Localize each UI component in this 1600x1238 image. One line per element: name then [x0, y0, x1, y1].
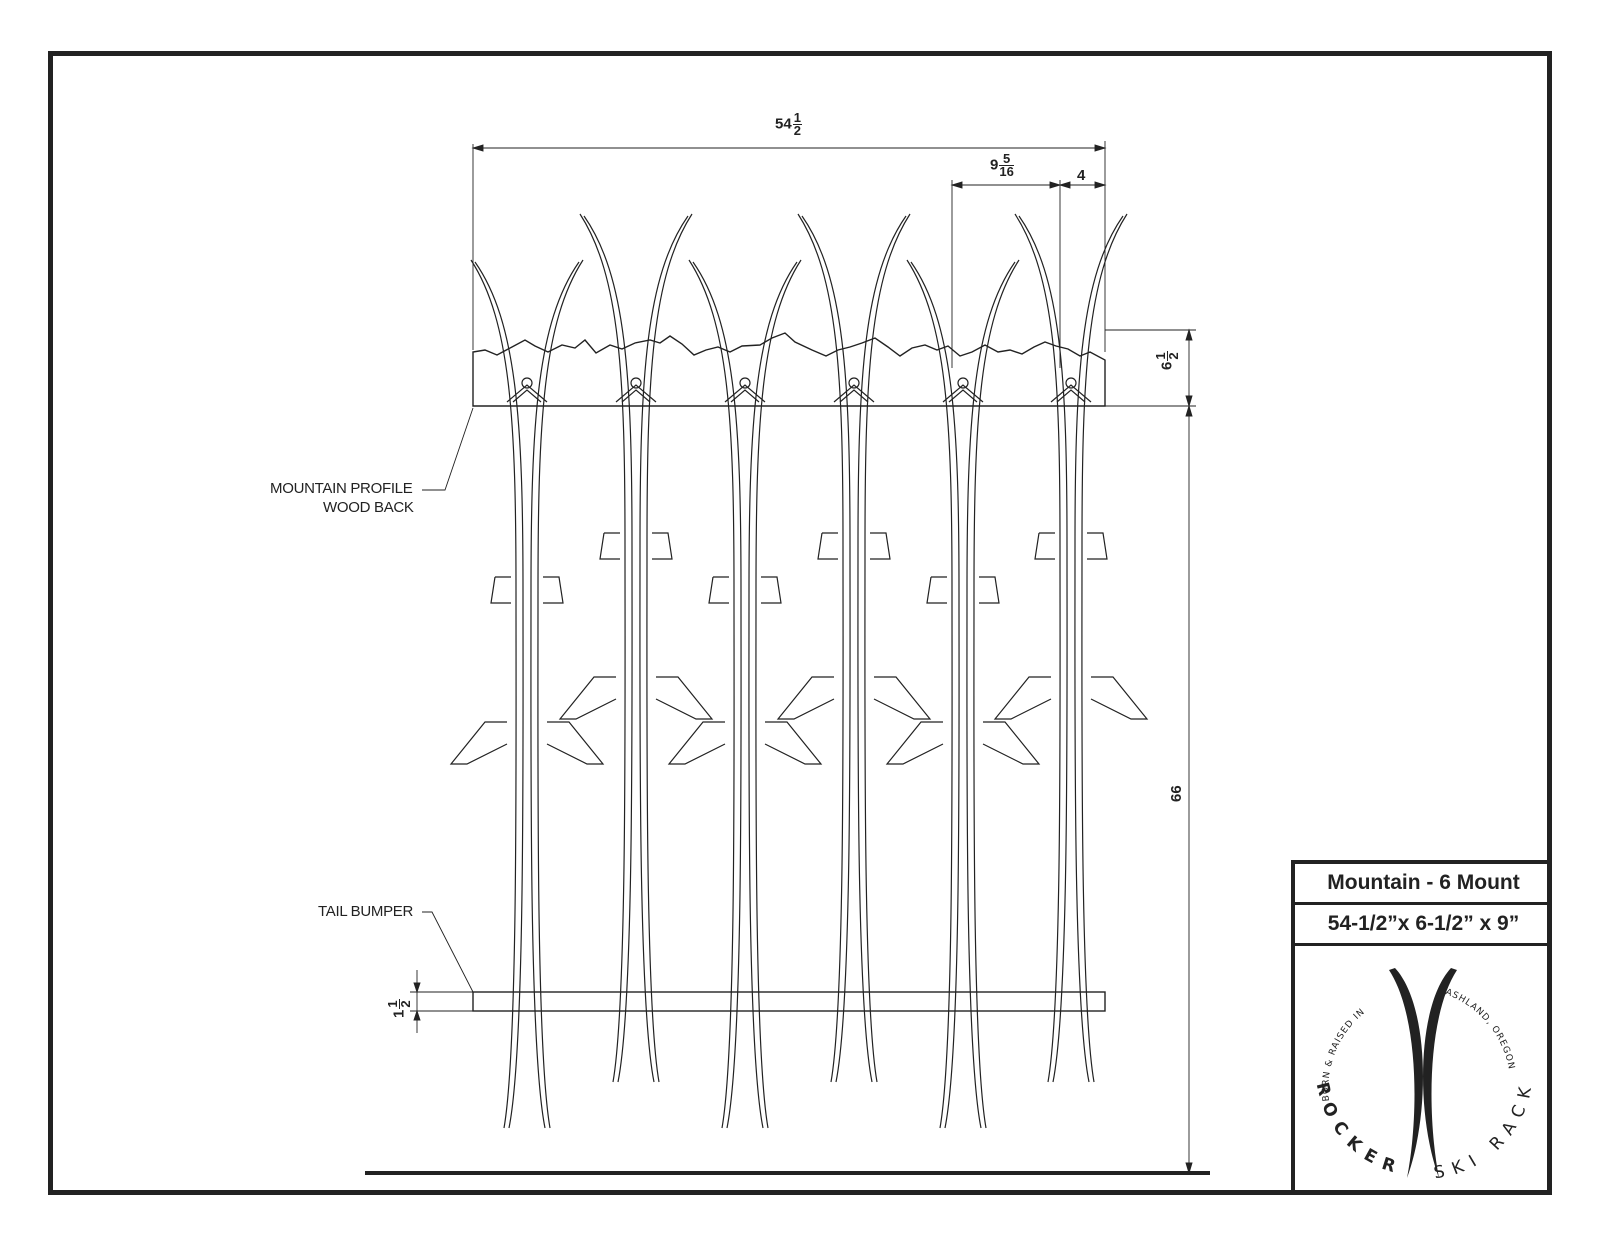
ski-holder-block-2 — [599, 532, 673, 560]
hook-4 — [848, 377, 860, 389]
ski-left-4 — [797, 213, 851, 1083]
ski-holder-block-6 — [1034, 532, 1108, 560]
title-block: Mountain - 6 Mount 54-1/2”x 6-1/2” x 9” … — [1291, 860, 1552, 1195]
logo-brand-rocker: ROCKER — [1312, 1080, 1398, 1179]
hook-bracket-4 — [833, 384, 875, 403]
logo-brand-ski-rack: SKI RACK — [1432, 1077, 1528, 1183]
hook-bracket-5 — [942, 384, 984, 403]
ski-holder-arm-6 — [993, 676, 1149, 720]
ski-right-1 — [530, 259, 584, 1129]
hook-3 — [739, 377, 751, 389]
ski-holder-arm-3 — [667, 721, 823, 765]
end-offset-label: 4 — [1077, 167, 1086, 184]
logo-location-text: ASHLAND, OREGON — [1444, 987, 1515, 1070]
ski-left-3 — [688, 259, 742, 1129]
tail-bumper — [472, 991, 1106, 1012]
hook-bracket-6 — [1050, 384, 1092, 403]
ski-holder-block-4 — [817, 532, 891, 560]
logo-right-ski-icon — [1423, 968, 1457, 1178]
hook-bracket-3 — [724, 384, 766, 403]
ski-holder-block-5 — [926, 576, 1000, 604]
ski-holder-arm-2 — [558, 676, 714, 720]
ski-holder-block-3 — [708, 576, 782, 604]
product-dimensions: 54-1/2”x 6-1/2” x 9” — [1295, 905, 1552, 946]
tail-bumper-leader — [422, 911, 474, 993]
ski-height-label: 66 — [1168, 785, 1185, 802]
ski-holder-arm-5 — [885, 721, 1041, 765]
ski-left-1 — [470, 259, 524, 1129]
logo-left-ski-icon — [1389, 968, 1423, 1178]
svg-text:ASHLAND, OREGON: ASHLAND, OREGON — [1444, 987, 1516, 1070]
product-name: Mountain - 6 Mount — [1295, 864, 1552, 905]
svg-text:SKI RACK: SKI RACK — [1432, 1077, 1537, 1183]
hook-bracket-2 — [615, 384, 657, 403]
rocker-ski-rack-logo: BORN & RAISED IN ASHLAND, OREGON ROCKER … — [1312, 968, 1537, 1183]
ski-right-2 — [639, 213, 693, 1083]
svg-text:ROCKER: ROCKER — [1312, 1080, 1407, 1179]
ski-left-5 — [906, 259, 960, 1129]
hook-bracket-1 — [506, 384, 548, 403]
ski-right-5 — [966, 259, 1020, 1129]
hook-1 — [521, 377, 533, 389]
ski-right-4 — [857, 213, 911, 1083]
ski-left-6 — [1014, 213, 1068, 1083]
wood-back-label-line2: WOOD BACK — [323, 499, 414, 516]
ski-left-2 — [579, 213, 633, 1083]
wood-back-label-line1: MOUNTAIN PROFILE — [270, 480, 413, 497]
ski-holder-block-1 — [490, 576, 564, 604]
tail-bumper-label: TAIL BUMPER — [318, 903, 414, 920]
ski-holder-arm-1 — [449, 721, 605, 765]
hook-5 — [957, 377, 969, 389]
ski-right-3 — [748, 259, 802, 1129]
ski-holder-arm-4 — [776, 676, 932, 720]
hook-6 — [1065, 377, 1077, 389]
wood-back-leader — [422, 407, 474, 491]
ski-right-6 — [1074, 213, 1128, 1083]
hook-2 — [630, 377, 642, 389]
drawing-border — [48, 51, 1552, 1195]
mountain-profile-wood-back — [472, 332, 1106, 407]
